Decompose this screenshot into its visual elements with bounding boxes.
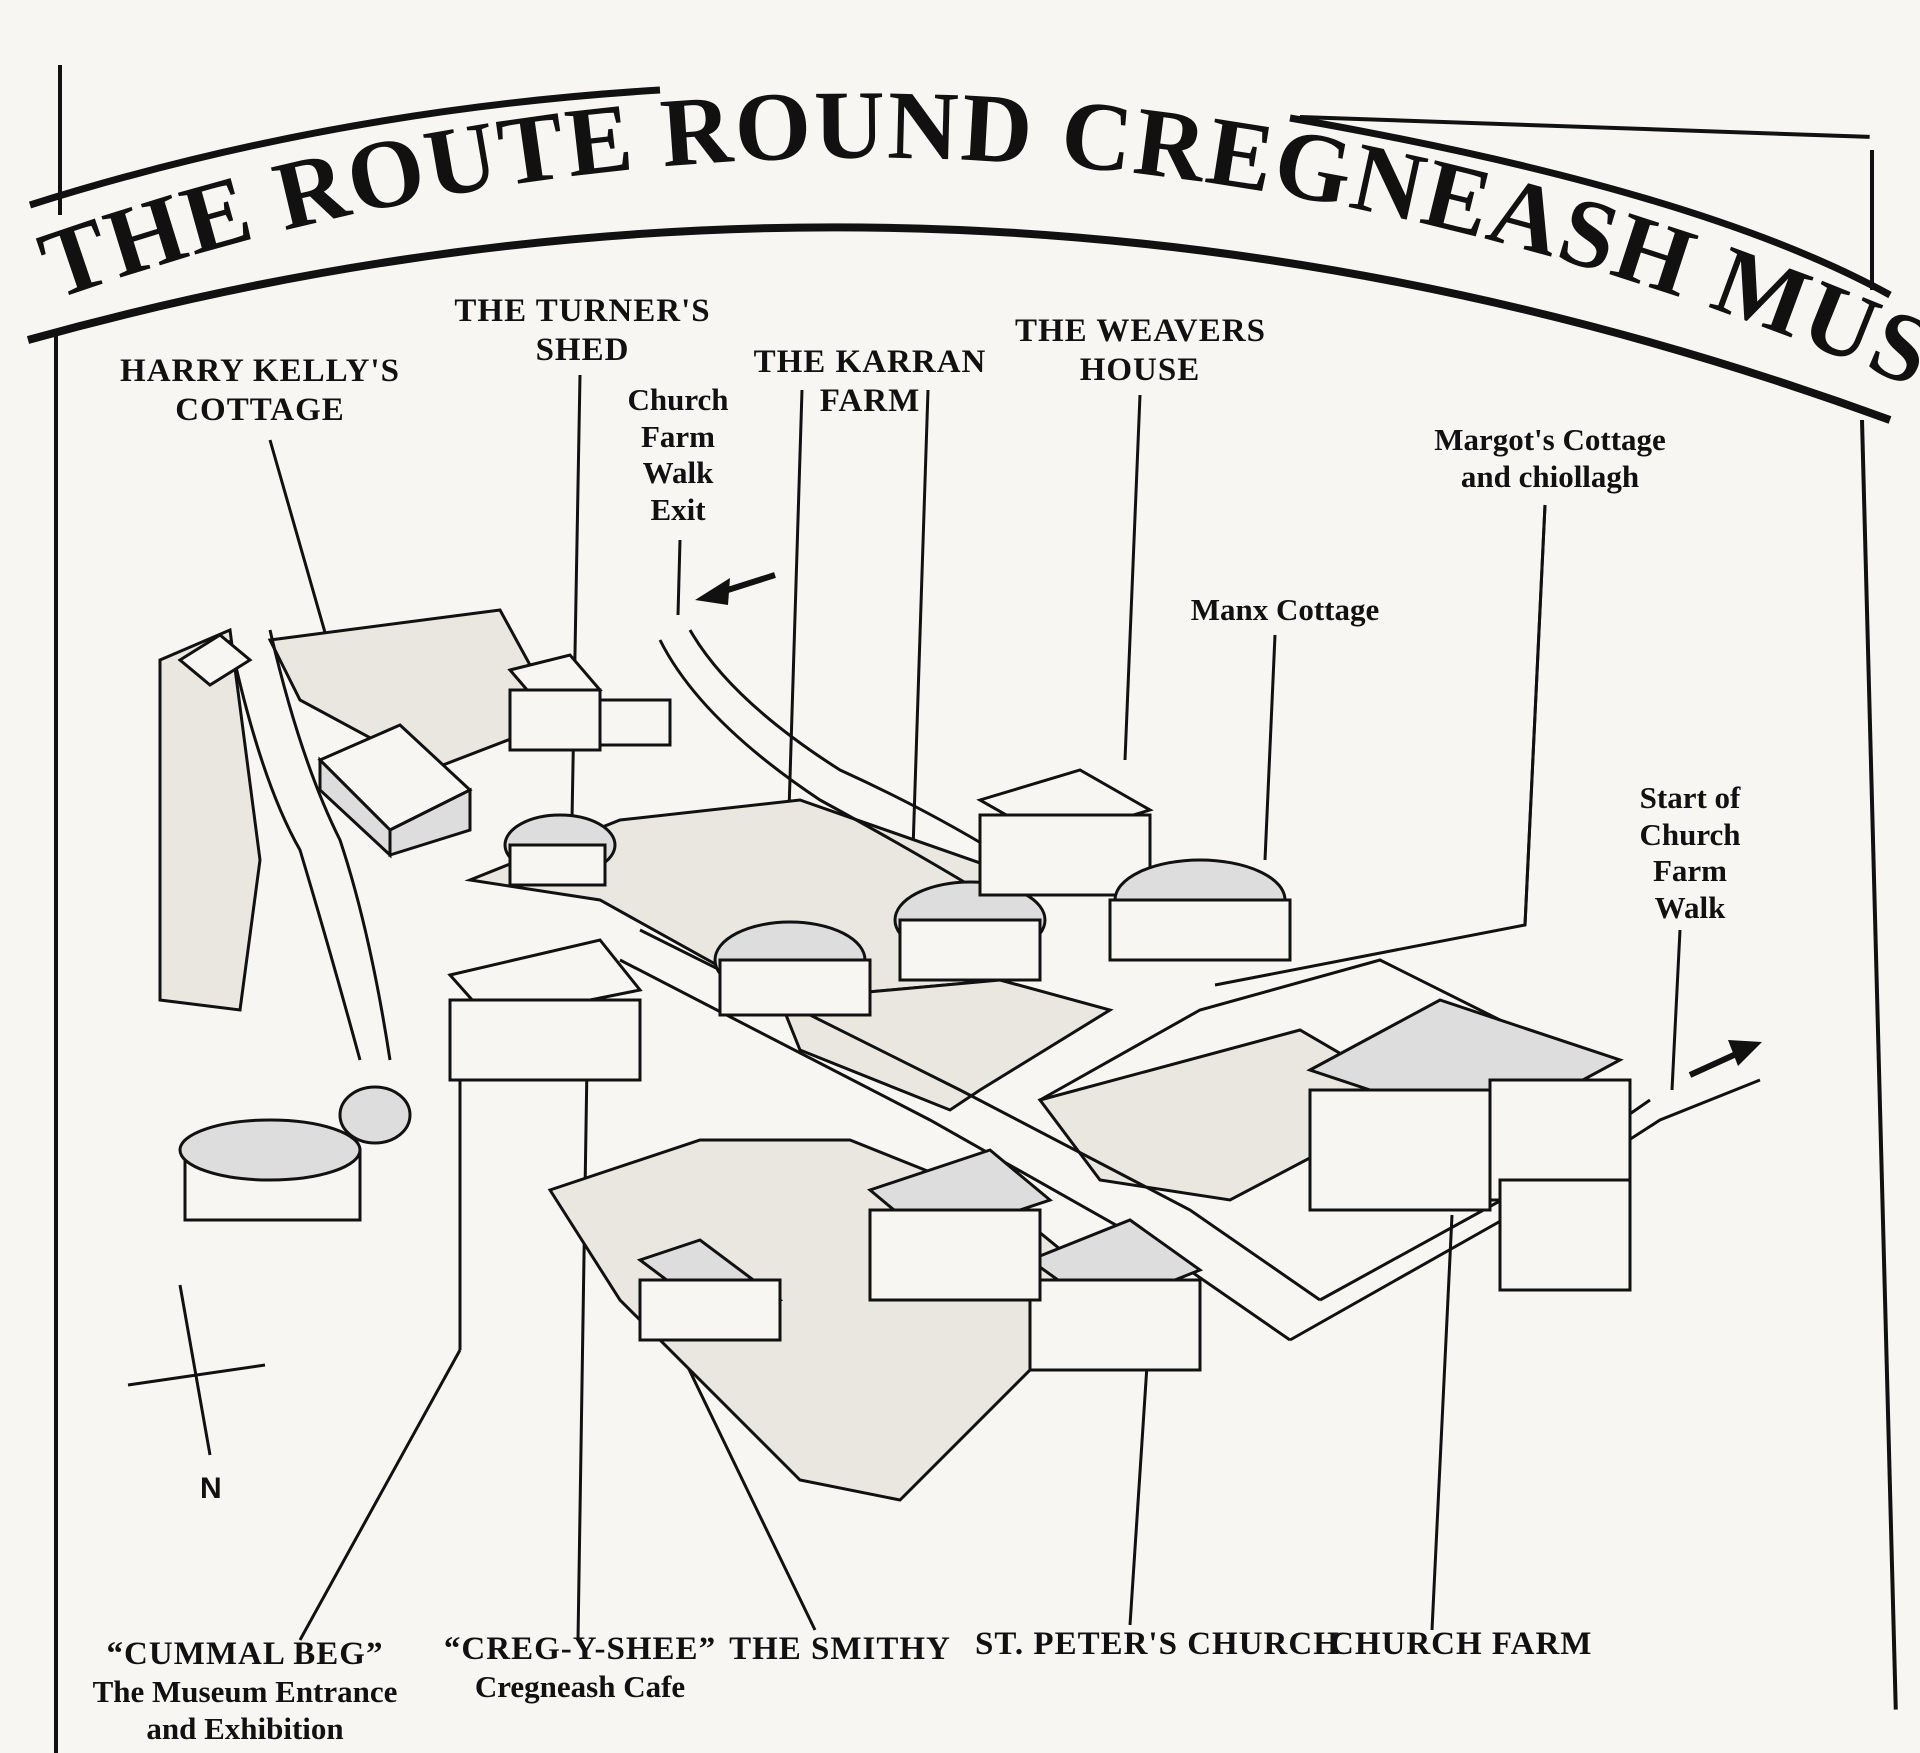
label-manx-cottage: Manx Cottage <box>1190 592 1380 627</box>
karran-farm-buildings <box>713 880 1047 1017</box>
compass-north-label: N <box>200 1472 222 1505</box>
label-church-farm: CHURCH FARM <box>1330 1626 1593 1662</box>
st-peters-church-building <box>1026 1218 1204 1372</box>
smithy-building <box>636 1238 784 1342</box>
weavers-house-building <box>976 768 1154 897</box>
buildings <box>177 633 1632 1372</box>
start-arrow-icon <box>1688 1040 1762 1078</box>
label-cummal-beg: “CUMMAL BEG” The Museum Entrance and Exh… <box>92 1636 398 1746</box>
church-farm-building <box>1306 998 1632 1292</box>
label-smithy: THE SMITHY <box>729 1631 951 1667</box>
creg-y-shee-building <box>866 1148 1054 1302</box>
manx-cottage-building <box>1108 858 1292 962</box>
left-cottages <box>177 633 412 1222</box>
frame-left-top <box>58 65 62 215</box>
label-creg-y-shee: “CREG-Y-SHEE” Cregneash Cafe <box>443 1631 717 1704</box>
turners-shed-thatch <box>503 813 617 887</box>
leader-lines <box>268 374 1682 1641</box>
label-st-peters-church: ST. PETER'S CHURCH <box>975 1626 1340 1662</box>
frame-left <box>54 330 58 1753</box>
cummal-beg-building <box>447 938 643 1082</box>
harry-kellys-cottage-building <box>317 723 473 859</box>
exit-arrow-icon <box>695 572 776 605</box>
compass-icon <box>127 1284 266 1456</box>
frame-right-top <box>1870 150 1874 290</box>
turners-shed-building <box>507 653 672 752</box>
